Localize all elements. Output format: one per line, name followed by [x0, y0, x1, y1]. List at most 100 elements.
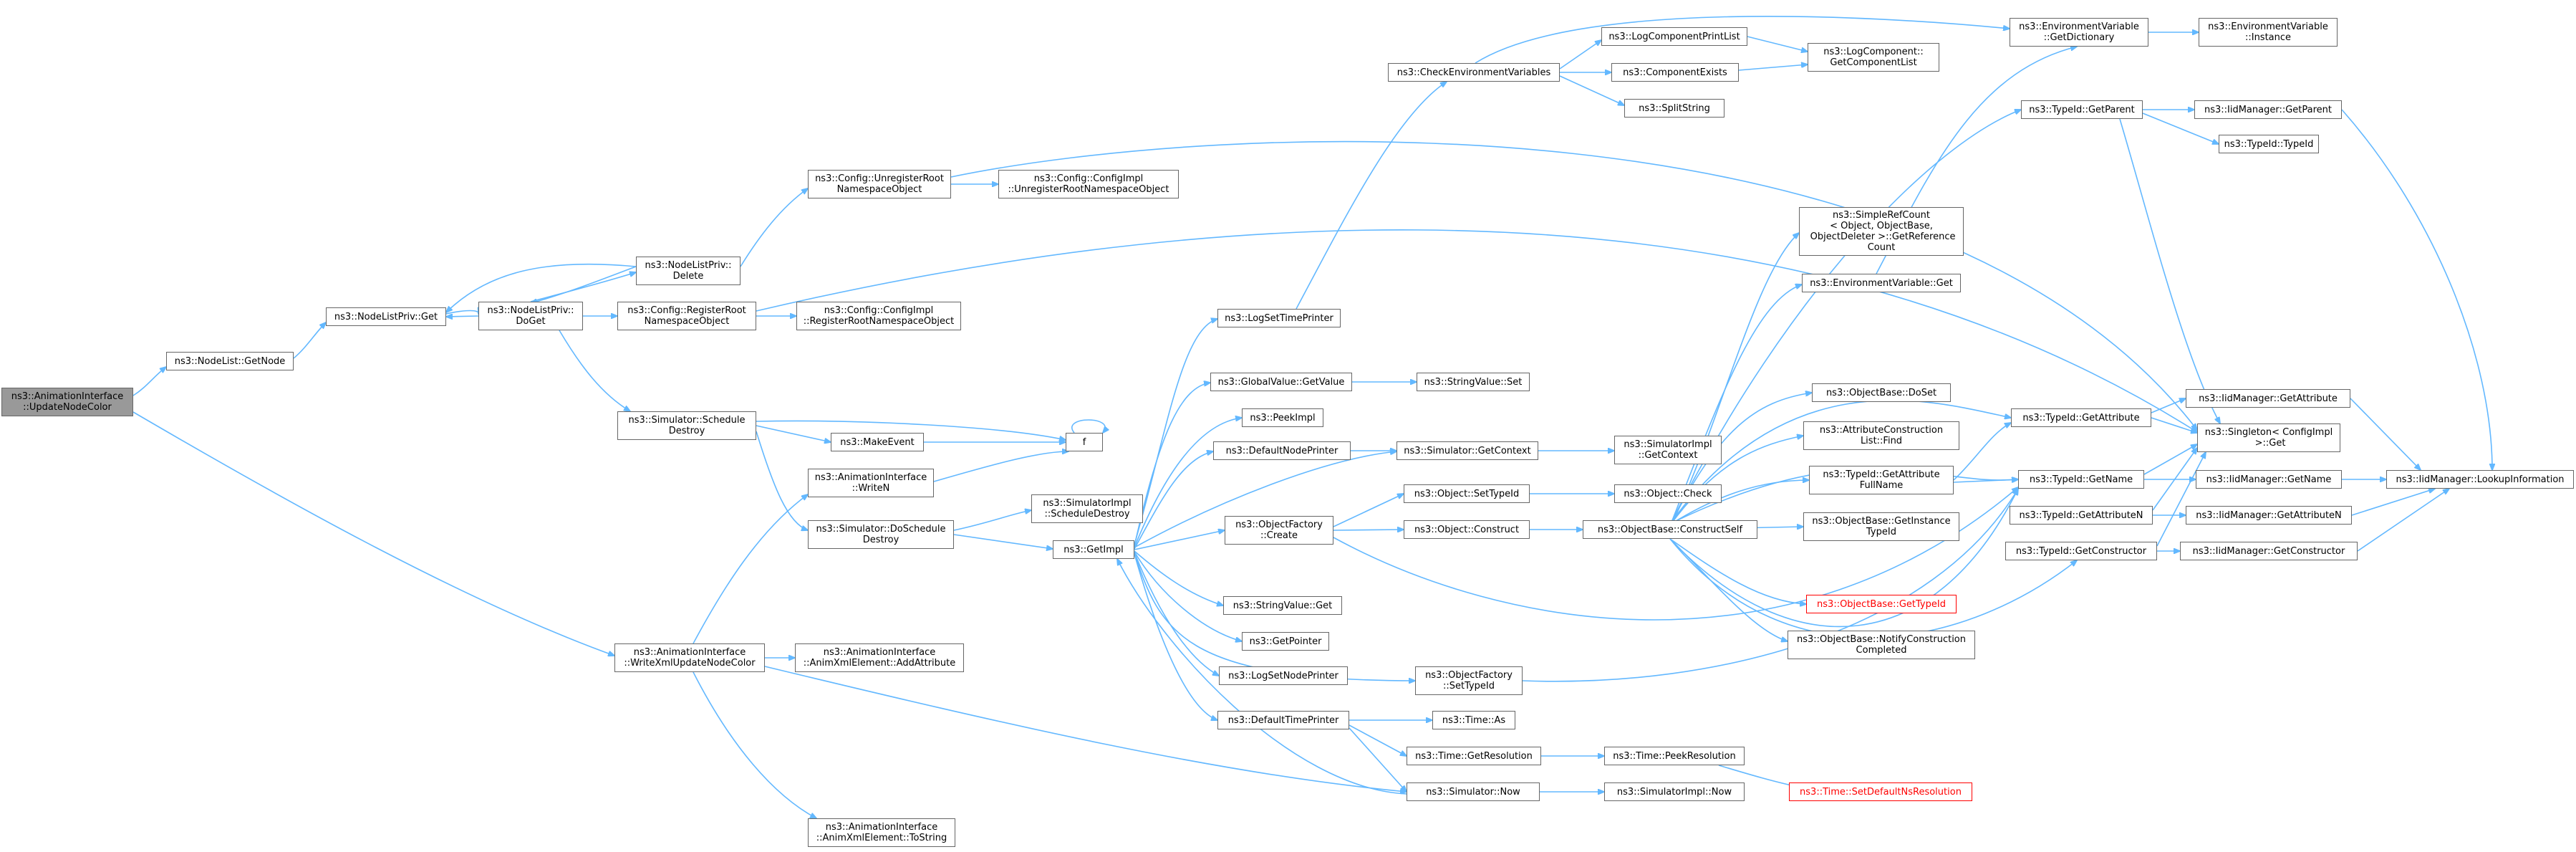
node-typeid-getconstructor[interactable]: ns3::TypeId::GetConstructor [2005, 542, 2157, 560]
node-iidmanager-getname[interactable]: ns3::IidManager::GetName [2196, 470, 2342, 489]
node-logsetnodeprinter[interactable]: ns3::LogSetNodePrinter [1219, 666, 1348, 685]
node-nodelist-getnode[interactable]: ns3::NodeList::GetNode [166, 352, 294, 370]
node-singleton-get[interactable]: ns3::Singleton< ConfigImpl >::Get [2197, 423, 2340, 452]
node-iidmanager-getconstructor[interactable]: ns3::IidManager::GetConstructor [2180, 542, 2358, 560]
call-edge [1559, 40, 1601, 70]
node-defaulttimeprinter[interactable]: ns3::DefaultTimePrinter [1217, 711, 1349, 729]
node-objectbase-gettypeid[interactable]: ns3::ObjectBase::GetTypeId [1806, 595, 1957, 613]
call-edge [756, 431, 808, 530]
call-edge [1333, 487, 2018, 621]
node-typeid-getattributefullname[interactable]: ns3::TypeId::GetAttribute FullName [1809, 466, 1954, 494]
node-typeid-getattribute[interactable]: ns3::TypeId::GetAttribute [2011, 408, 2151, 427]
call-edge [1117, 559, 1407, 795]
node-logsettimeprinter[interactable]: ns3::LogSetTimePrinter [1217, 309, 1341, 327]
node-defaultnodeprinter[interactable]: ns3::DefaultNodePrinter [1213, 441, 1351, 460]
call-edge [1134, 552, 1219, 676]
node-root-update-node-color[interactable]: ns3::AnimationInterface ::UpdateNodeColo… [1, 388, 133, 416]
call-edge [2341, 109, 2492, 470]
call-edge [2151, 398, 2186, 413]
node-sim-scheduledestroy[interactable]: ns3::Simulator::Schedule Destroy [617, 411, 756, 440]
node-objectfactory-settypeid[interactable]: ns3::ObjectFactory ::SetTypeId [1415, 666, 1523, 695]
node-object-construct[interactable]: ns3::Object::Construct [1404, 520, 1530, 539]
call-edge [132, 367, 166, 396]
node-simimpl-getcontext[interactable]: ns3::SimulatorImpl ::GetContext [1614, 436, 1722, 464]
call-edge [1669, 399, 2011, 525]
node-getpointer[interactable]: ns3::GetPointer [1242, 632, 1329, 651]
node-typeid-typeid[interactable]: ns3::TypeId::TypeId [2219, 135, 2319, 153]
node-typeid-getparent[interactable]: ns3::TypeId::GetParent [2021, 100, 2143, 119]
node-iidmanager-getparent[interactable]: ns3::IidManager::GetParent [2194, 100, 2342, 119]
node-nodelistpriv-delete[interactable]: ns3::NodeListPriv:: Delete [636, 257, 741, 285]
node-time-peekresolution[interactable]: ns3::Time::PeekResolution [1604, 747, 1745, 765]
node-iidmanager-getattributen[interactable]: ns3::IidManager::GetAttributeN [2186, 506, 2352, 525]
node-configimpl-unregister[interactable]: ns3::Config::ConfigImpl ::UnregisterRoot… [998, 170, 1179, 198]
call-edge [1333, 494, 1404, 527]
node-envvar-get[interactable]: ns3::EnvironmentVariable::Get [1802, 274, 1961, 292]
node-objectbase-constructself[interactable]: ns3::ObjectBase::ConstructSelf [1583, 520, 1757, 539]
call-edge [559, 330, 630, 411]
node-envvar-instance[interactable]: ns3::EnvironmentVariable ::Instance [2199, 18, 2338, 47]
node-object-settypeid[interactable]: ns3::Object::SetTypeId [1404, 484, 1530, 503]
node-objectfactory-create[interactable]: ns3::ObjectFactory ::Create [1225, 516, 1333, 545]
node-simplerefcount[interactable]: ns3::SimpleRefCount < Object, ObjectBase… [1799, 207, 1964, 256]
node-object-check[interactable]: ns3::Object::Check [1614, 484, 1722, 503]
node-simimpl-scheduledestroy[interactable]: ns3::SimulatorImpl ::ScheduleDestroy [1031, 494, 1143, 523]
node-globalvalue-getvalue[interactable]: ns3::GlobalValue::GetValue [1210, 373, 1352, 391]
node-tostring[interactable]: ns3::AnimationInterface ::AnimXmlElement… [808, 818, 955, 847]
call-edge [693, 494, 808, 644]
node-addattribute[interactable]: ns3::AnimationInterface ::AnimXmlElement… [795, 643, 964, 672]
node-objectbase-doset[interactable]: ns3::ObjectBase::DoSet [1812, 383, 1951, 402]
node-iidmanager-getattribute[interactable]: ns3::IidManager::GetAttribute [2186, 389, 2350, 408]
call-edge [1134, 418, 1242, 548]
node-typeid-getname[interactable]: ns3::TypeId::GetName [2018, 470, 2144, 489]
node-nodelistpriv-get[interactable]: ns3::NodeListPriv::Get [326, 307, 446, 326]
call-edge [764, 666, 1407, 792]
node-splitstring[interactable]: ns3::SplitString [1624, 99, 1724, 118]
call-edge [1349, 727, 1407, 792]
call-edge [2351, 489, 2435, 516]
node-logcomponent-getlist[interactable]: ns3::LogComponent:: GetComponentList [1808, 43, 1939, 72]
call-edge [953, 534, 1053, 549]
node-makeevent[interactable]: ns3::MakeEvent [831, 433, 924, 451]
node-stringvalue-set[interactable]: ns3::StringValue::Set [1417, 373, 1530, 391]
call-edge [1953, 423, 2011, 481]
node-objectbase-notify[interactable]: ns3::ObjectBase::NotifyConstruction Comp… [1788, 631, 1975, 659]
node-objectbase-getinstancetypeid[interactable]: ns3::ObjectBase::GetInstance TypeId [1803, 512, 1959, 541]
node-peekimpl[interactable]: ns3::PeekImpl [1242, 408, 1323, 427]
node-config-register[interactable]: ns3::Config::RegisterRoot NamespaceObjec… [617, 302, 756, 330]
call-edge [1559, 75, 1624, 105]
node-sim-doscheduledestroy[interactable]: ns3::Simulator::DoSchedule Destroy [808, 520, 954, 549]
call-edge [756, 420, 1066, 440]
node-simimpl-now[interactable]: ns3::SimulatorImpl::Now [1604, 782, 1745, 801]
node-envvar-getdictionary[interactable]: ns3::EnvironmentVariable ::GetDictionary [2010, 18, 2148, 47]
node-typeid-getattributen[interactable]: ns3::TypeId::GetAttributeN [2010, 506, 2153, 525]
node-time-as[interactable]: ns3::Time::As [1432, 711, 1515, 729]
node-stringvalue-get[interactable]: ns3::StringValue::Get [1223, 596, 1342, 615]
call-edge [1953, 479, 2018, 483]
node-logcomponentprintlist[interactable]: ns3::LogComponentPrintList [1601, 27, 1747, 46]
call-edge [446, 263, 637, 312]
node-componentexists[interactable]: ns3::ComponentExists [1611, 63, 1739, 82]
node-time-setdefaultnsresolution[interactable]: ns3::Time::SetDefaultNsResolution [1789, 782, 1972, 801]
node-writexml[interactable]: ns3::AnimationInterface ::WriteXmlUpdate… [614, 643, 765, 672]
node-config-unregister[interactable]: ns3::Config::UnregisterRoot NamespaceObj… [808, 170, 951, 198]
call-edge [1669, 538, 1806, 604]
call-edge [1134, 551, 1242, 641]
node-f[interactable]: f [1066, 433, 1103, 451]
node-configimpl-register[interactable]: ns3::Config::ConfigImpl ::RegisterRootNa… [796, 302, 961, 330]
call-edge [740, 188, 808, 267]
call-edge [2151, 417, 2197, 433]
node-attrconstruction-find[interactable]: ns3::AttributeConstruction List::Find [1803, 421, 1959, 450]
node-sim-getcontext[interactable]: ns3::Simulator::GetContext [1396, 441, 1538, 460]
call-edge [1475, 15, 2010, 64]
node-anim-writen[interactable]: ns3::AnimationInterface ::WriteN [808, 469, 934, 497]
node-nodelistpriv-doget[interactable]: ns3::NodeListPriv:: DoGet [478, 302, 583, 330]
node-checkenv[interactable]: ns3::CheckEnvironmentVariables [1388, 63, 1560, 82]
call-edge [530, 272, 636, 302]
node-time-getresolution[interactable]: ns3::Time::GetResolution [1407, 747, 1541, 765]
node-iidmanager-lookupinformation[interactable]: ns3::IidManager::LookupInformation [2386, 470, 2574, 489]
node-sim-now[interactable]: ns3::Simulator::Now [1407, 782, 1540, 801]
node-getimpl[interactable]: ns3::GetImpl [1053, 540, 1134, 559]
call-edge [531, 266, 637, 303]
call-edge [1669, 284, 1802, 527]
